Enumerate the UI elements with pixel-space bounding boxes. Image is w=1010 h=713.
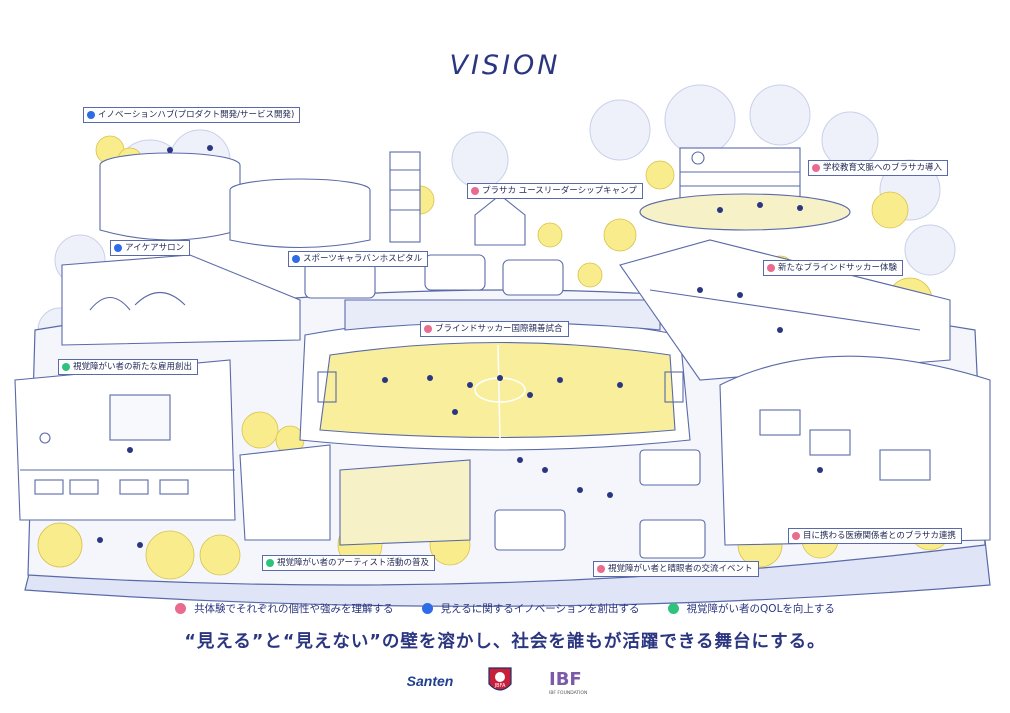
tag-new-soccer-experience: 新たなブラインドサッカー体験 [763,260,904,276]
tag-international-match: ブラインドサッカー国際親善試合 [420,321,569,337]
tag-youth-camp: プラサカ ユースリーダーシップキャンプ [467,183,643,199]
pink-dot-icon [812,164,820,172]
office-building [14,359,236,521]
santen-logo: Santen [406,673,454,689]
pink-dot-icon [792,532,800,540]
people [97,145,823,548]
tag-exchange-event: 視覚障がい者と晴眼者の交流イベント [593,561,759,577]
ibf-logo-subtext: IBF FOUNDATION [549,690,587,696]
innovation-hub [99,152,371,249]
tag-medical: 目に携わる医療関係者とのブラサカ連携 [788,528,962,544]
legend-item-pink: 共体験でそれぞれの個性や強みを理解する [175,601,394,616]
art-event-area [239,444,706,559]
pink-dot-icon [424,325,432,333]
tag-caravan-hospital: スポーツキャラバンホスピタル [288,251,429,267]
jbfa-logo: JBFA [488,667,512,691]
tag-employment: 視覚障がい者の新たな雇用創出 [58,359,199,375]
blind-soccer-field [619,239,951,381]
ibf-logo: IBF IBF FOUNDATION [549,669,587,696]
tower-building [389,151,421,243]
legend: 共体験でそれぞれの個性や強みを理解する 見えるに関するイノベーションを創出する … [0,601,1010,616]
eye-care-salon [61,254,301,346]
pink-dot-icon [471,187,479,195]
blue-dot-icon [421,603,433,614]
blue-dot-icon [292,255,300,263]
page-title: VISION [449,50,561,81]
tag-artist: 視覚障がい者のアーティスト活動の普及 [262,555,435,571]
pink-dot-icon [767,264,775,272]
blue-dot-icon [87,111,95,119]
ibf-logo-text: IBF [549,669,582,690]
pink-dot-icon [597,565,605,573]
school-building [639,147,851,231]
cabin [474,194,526,246]
jbfa-logo-text: JBFA [494,683,506,689]
sponsor-logos: Santen JBFA IBF IBF FOUNDATION [0,665,1010,697]
legend-item-blue: 見えるに関するイノベーションを創出する [421,601,640,616]
slogan: “見える”と“見えない”の壁を溶かし、社会を誰もが活躍できる舞台にする。 [184,632,826,652]
tag-innovation-hub: イノベーションハブ(プロダクト開発/サービス開発) [83,107,301,123]
medical-building [719,355,991,546]
green-dot-icon [62,363,70,371]
tag-eye-care-salon: アイケアサロン [110,240,191,256]
tag-school: 学校教育文脈へのブラサカ導入 [808,160,949,176]
blue-dot-icon [114,244,122,252]
legend-item-green: 視覚障がい者のQOLを向上する [667,601,835,616]
stadium [299,299,691,451]
green-dot-icon [266,559,274,567]
green-dot-icon [667,603,679,614]
pink-dot-icon [175,603,187,614]
